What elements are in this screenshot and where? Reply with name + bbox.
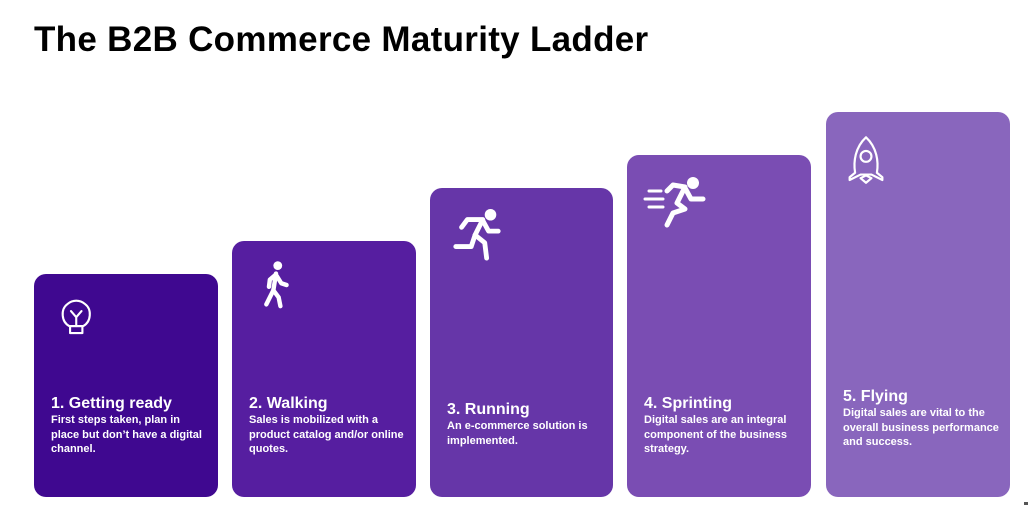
step-card-running: 3. Running An e-commerce solution is imp… xyxy=(430,188,613,497)
step-card-getting-ready: 1. Getting ready First steps taken, plan… xyxy=(34,274,218,497)
step-description: An e-commerce solution is implemented. xyxy=(447,420,588,447)
page-title: The B2B Commerce Maturity Ladder xyxy=(34,20,649,59)
lightbulb-icon xyxy=(61,299,91,335)
step-heading: 1. Getting ready xyxy=(51,395,172,412)
step-description: Digital sales are vital to the overall b… xyxy=(843,407,999,448)
step-description: Digital sales are an integral component … xyxy=(644,414,788,455)
walking-person-icon xyxy=(264,261,289,309)
step-card-flying: 5. Flying Digital sales are vital to the… xyxy=(826,112,1010,497)
slide-corner-mark xyxy=(1024,502,1028,505)
step-card-walking: 2. Walking Sales is mobilized with a pro… xyxy=(232,241,416,497)
step-heading: 2. Walking xyxy=(249,395,328,412)
rocket-icon xyxy=(848,136,884,184)
step-heading: 5. Flying xyxy=(843,388,908,405)
step-card-sprinting: 4. Sprinting Digital sales are an integr… xyxy=(627,155,811,497)
step-description: Sales is mobilized with a product catalo… xyxy=(249,414,404,455)
step-heading: 3. Running xyxy=(447,401,530,418)
sprinting-person-icon xyxy=(643,177,706,228)
step-heading: 4. Sprinting xyxy=(644,395,732,412)
running-person-icon xyxy=(453,208,501,261)
step-description: First steps taken, plan in place but don… xyxy=(51,414,202,455)
